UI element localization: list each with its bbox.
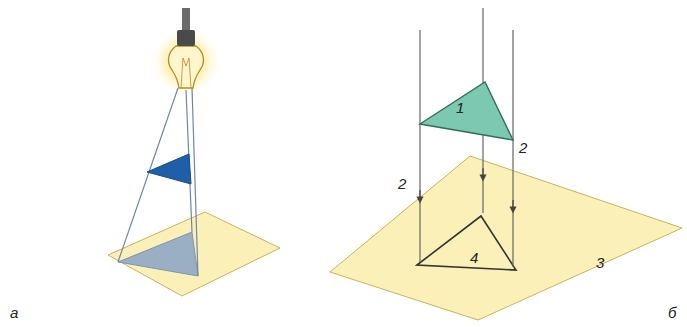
projecting-lines	[420, 8, 513, 267]
callout-number: 4	[470, 250, 478, 265]
object-triangle	[147, 154, 191, 184]
shadow-triangle	[118, 232, 198, 276]
callout-number: 3	[596, 255, 604, 270]
panel-letter: б	[668, 305, 676, 320]
projection-plane	[108, 212, 280, 296]
callout-number: 1	[456, 100, 464, 115]
projecting-rays	[118, 88, 198, 276]
panel-letter: а	[10, 305, 18, 320]
projection-plane	[330, 156, 682, 320]
projected-triangle	[417, 216, 516, 270]
direction-arrows	[420, 168, 513, 210]
lamp-bulb	[169, 46, 204, 88]
light-glow	[150, 26, 222, 98]
callout-number: 2	[519, 140, 527, 155]
lamp-socket	[177, 30, 195, 46]
callout-number: 2	[398, 176, 406, 191]
object-triangle	[420, 82, 513, 140]
